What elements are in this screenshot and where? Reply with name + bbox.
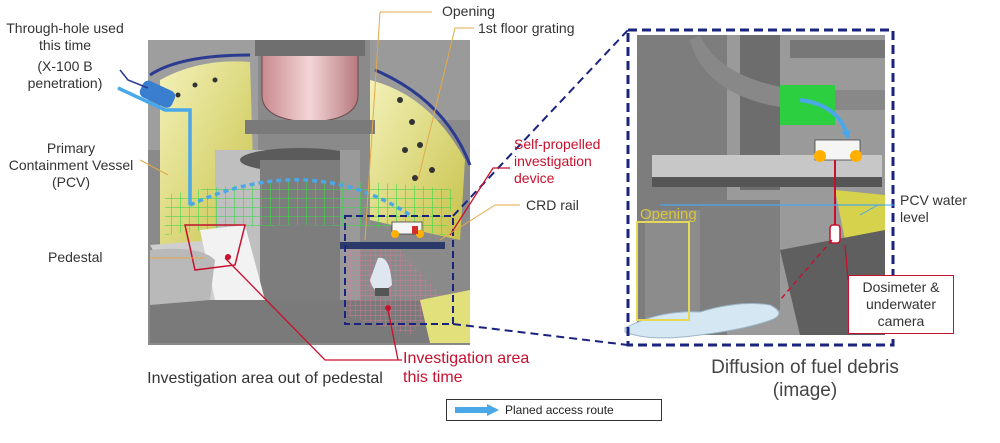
x100b-penetration — [139, 80, 176, 108]
investigation-device — [391, 221, 424, 238]
inset-view — [624, 28, 895, 347]
fuel-debris — [624, 303, 780, 339]
label-penetration: (X-100 B penetration) — [27, 58, 103, 91]
inset-frame — [626, 28, 895, 347]
leader-lines — [119, 11, 895, 361]
route-arrow-icon — [455, 404, 499, 416]
label-opening-top: Opening — [442, 3, 495, 19]
label-area-out-of-pedestal: Investigation area out of pedestal — [147, 370, 383, 387]
label-diffusion: Diffusion of fuel debris (image) — [711, 357, 899, 401]
label-dosimeter: Dosimeter & underwater camera — [848, 275, 954, 334]
label-grating: 1st floor grating — [478, 20, 575, 36]
green-structure — [780, 85, 835, 125]
pedestal-floor — [345, 250, 445, 335]
label-crd-rail: CRD rail — [526, 197, 579, 213]
label-pcv: Primary Containment Vessel (PCV) — [8, 140, 134, 190]
label-opening-inset: Opening — [640, 206, 697, 223]
investigation-box — [344, 215, 454, 325]
legend: Planed access route — [446, 399, 662, 421]
opening-frame — [636, 221, 690, 321]
reactor-pressure-vessel — [261, 54, 359, 123]
label-self-propelled: Self-propelled investigation device — [514, 136, 601, 186]
label-pcv-water-level: PCV water level — [900, 192, 967, 225]
access-route-line — [117, 86, 192, 205]
legend-access-route: Planed access route — [505, 403, 614, 417]
label-pedestal: Pedestal — [48, 249, 103, 265]
crd-rail — [340, 242, 445, 249]
floor-grating — [165, 181, 455, 235]
label-investigation-area: Investigation area this time — [403, 350, 530, 386]
label-through-hole: Through-hole used this time — [6, 20, 124, 53]
inset-device — [814, 139, 862, 244]
reactor-cutaway — [117, 40, 472, 345]
